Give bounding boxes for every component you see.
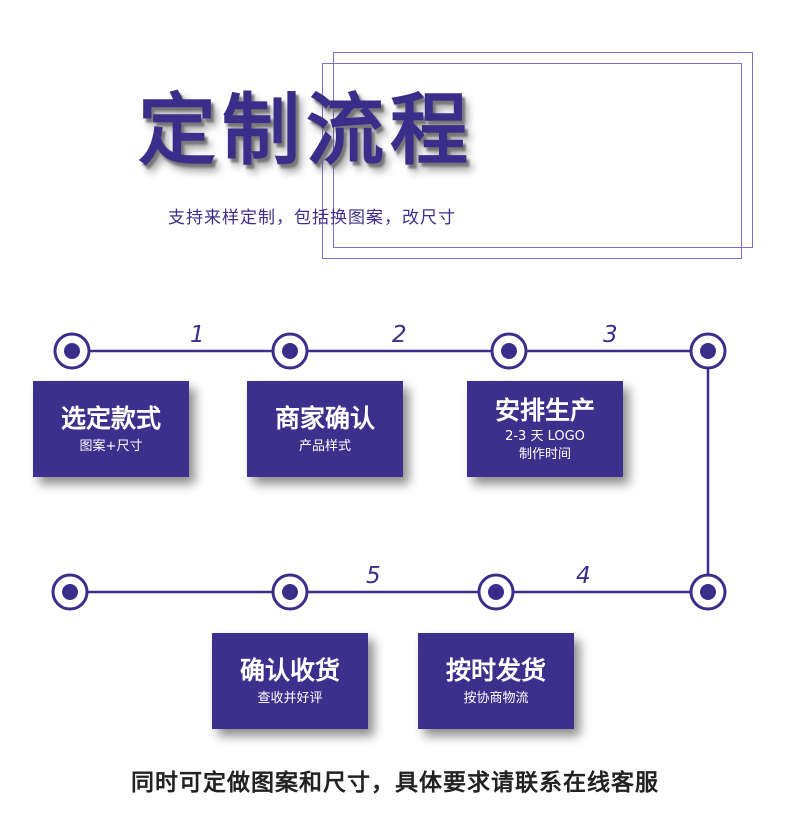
- page-subtitle: 支持来样定制，包括换图案，改尺寸: [168, 208, 456, 228]
- flow-node: [271, 332, 309, 370]
- step-subtitle: 查收并好评: [257, 690, 323, 706]
- decorative-frame-inner: [322, 63, 742, 259]
- decorative-frame-outer: [333, 52, 753, 248]
- step-number-5: 5: [366, 563, 381, 589]
- step-number-1: 1: [190, 322, 205, 348]
- flow-node: [271, 573, 309, 611]
- flow-node: [477, 573, 515, 611]
- flow-node: [53, 332, 91, 370]
- page-title: 定制流程: [138, 86, 475, 176]
- step-title: 选定款式: [60, 403, 161, 433]
- step-card-shipping: 按时发货 按协商物流: [418, 633, 574, 729]
- flow-node: [689, 573, 727, 611]
- step-subtitle-2: 制作时间: [518, 446, 571, 462]
- step-title: 确认收货: [239, 655, 340, 685]
- step-subtitle: 按协商物流: [463, 690, 529, 706]
- step-number-2: 2: [392, 322, 407, 348]
- flow-node: [689, 332, 727, 370]
- step-subtitle: 图案+尺寸: [79, 438, 143, 454]
- step-subtitle: 2-3 天 LOGO: [505, 429, 585, 445]
- step-card-receipt: 确认收货 查收并好评: [212, 633, 368, 729]
- flow-node: [51, 573, 89, 611]
- step-title: 安排生产: [494, 395, 595, 425]
- step-title: 按时发货: [445, 655, 546, 685]
- flow-node: [490, 332, 528, 370]
- flow-connectors: [70, 349, 710, 594]
- step-number-4: 4: [576, 563, 591, 589]
- step-card-merchant-confirm: 商家确认 产品样式: [247, 381, 403, 477]
- step-number-3: 3: [603, 322, 618, 348]
- step-card-production: 安排生产 2-3 天 LOGO 制作时间: [467, 381, 623, 477]
- step-subtitle: 产品样式: [298, 438, 351, 454]
- step-card-select-style: 选定款式 图案+尺寸: [33, 381, 189, 477]
- footer-note: 同时可定做图案和尺寸，具体要求请联系在线客服: [131, 770, 659, 796]
- step-title: 商家确认: [274, 403, 375, 433]
